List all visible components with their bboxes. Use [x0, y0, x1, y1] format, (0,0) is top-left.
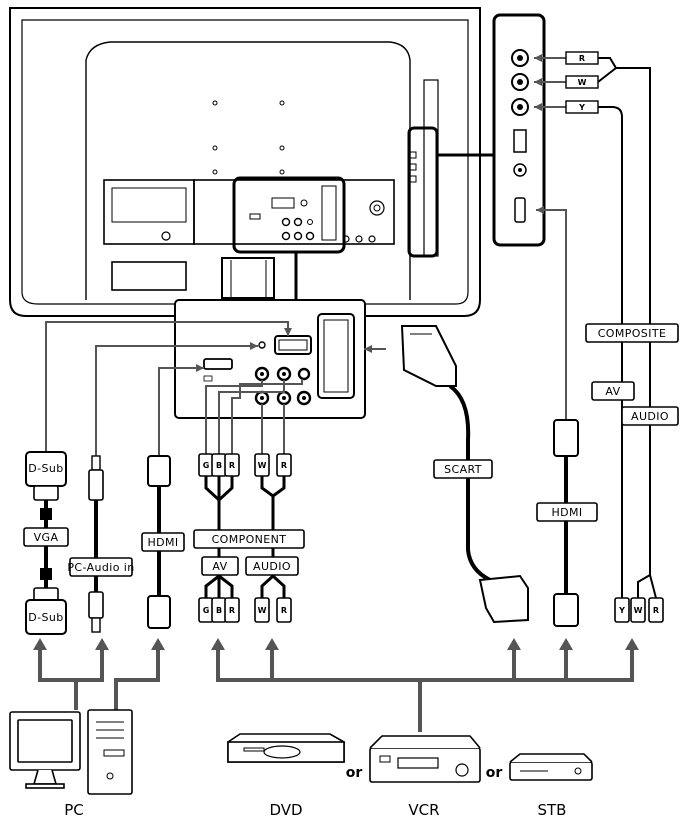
label-component: COMPONENT — [212, 533, 287, 546]
audio-bottom-r: R — [281, 606, 287, 615]
label-hdmi-right: HDMI — [551, 506, 582, 519]
pc-audio-cable-stack — [88, 455, 104, 633]
label-av-left: AV — [212, 560, 227, 573]
component-top-b: B — [216, 461, 222, 470]
side-panel-arrows — [534, 54, 542, 111]
side-plug-label-y: Y — [578, 103, 585, 112]
device-label-dvd: DVD — [269, 801, 302, 819]
or-text-2: or — [486, 765, 503, 781]
side-panel — [492, 13, 546, 247]
label-av-right: AV — [605, 385, 620, 398]
pc-tower-icon — [87, 709, 133, 795]
component-bottom-g: G — [203, 606, 210, 615]
side-panel-cables — [534, 57, 651, 575]
component-bottom-plugs: G B R W R — [198, 597, 292, 623]
device-label-pc: PC — [64, 801, 84, 819]
device-label-vcr: VCR — [408, 801, 439, 819]
label-audio-left: AUDIO — [253, 560, 291, 573]
component-bottom-r: R — [229, 606, 235, 615]
pc-monitor-icon — [9, 711, 81, 789]
composite-bottom-plugs: Y W R — [614, 574, 664, 623]
side-panel-plugs: R W Y — [565, 51, 599, 114]
label-pc-audio-in: PC-Audio in — [67, 561, 134, 574]
tv-panel-highlight — [232, 176, 346, 254]
composite-plug-w: W — [634, 606, 643, 615]
label-boxes — [23, 323, 679, 577]
label-scart: SCART — [444, 463, 482, 476]
tv-screw-holes — [212, 100, 285, 175]
tv-mini-jacks — [342, 235, 376, 243]
composite-plug-y: Y — [618, 606, 625, 615]
component-cable-bodies — [204, 476, 286, 598]
tv-side-panel-highlight — [407, 126, 494, 258]
vcr-icon — [369, 735, 481, 783]
audio-top-r: R — [281, 461, 287, 470]
device-bus — [38, 645, 634, 732]
device-arrows — [33, 638, 639, 650]
label-audio-right: AUDIO — [631, 410, 669, 423]
or-text-1: or — [346, 765, 363, 781]
component-top-g: G — [203, 461, 210, 470]
label-hdmi-left: HDMI — [147, 536, 178, 549]
enlarged-panel — [174, 299, 366, 419]
label-vga: VGA — [34, 531, 59, 544]
label-dsub-top: D-Sub — [28, 462, 63, 475]
hdmi-right-cable — [536, 206, 567, 420]
component-top-r: R — [229, 461, 235, 470]
label-composite: COMPOSITE — [598, 327, 667, 340]
dvd-player-icon — [227, 733, 345, 763]
component-bottom-b: B — [216, 606, 222, 615]
hdmi-right-plug — [553, 419, 579, 627]
label-dsub-bottom: D-Sub — [28, 611, 63, 624]
scart-cable — [364, 325, 529, 624]
stb-icon — [509, 753, 593, 781]
audio-bottom-w: W — [258, 606, 267, 615]
left-cable-arrows — [196, 328, 292, 372]
side-plug-label-r: R — [579, 54, 585, 63]
device-label-stb: STB — [538, 801, 567, 819]
composite-plug-r: R — [653, 606, 659, 615]
audio-top-w: W — [258, 461, 267, 470]
side-plug-label-w: W — [578, 78, 587, 87]
component-top-plugs: G B R W R — [198, 453, 292, 477]
